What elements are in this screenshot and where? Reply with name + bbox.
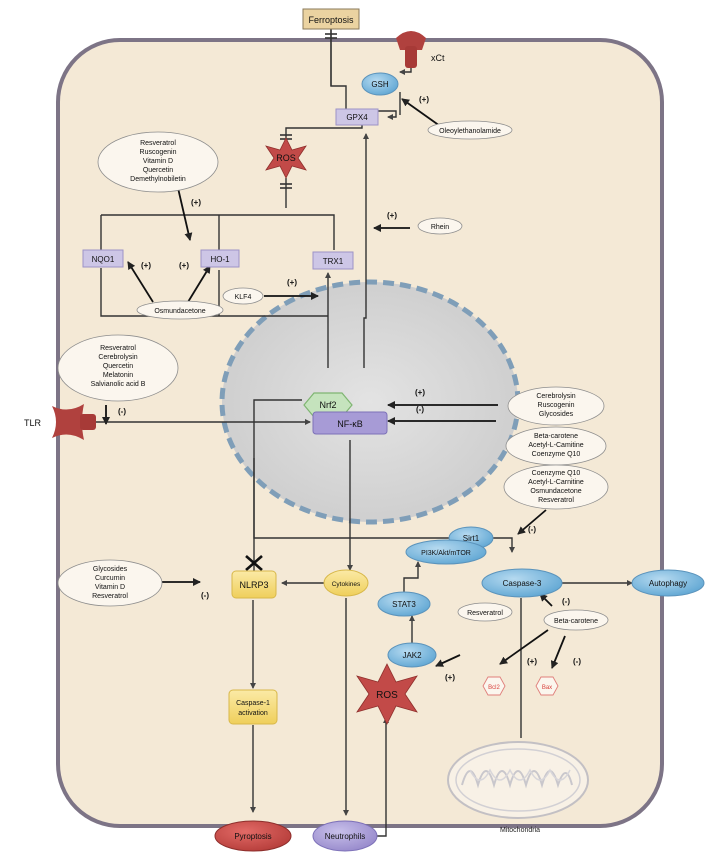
- svg-text:(-): (-): [528, 525, 536, 534]
- svg-text:Resveratrol: Resveratrol: [140, 140, 176, 147]
- ho1-label: HO-1: [210, 255, 230, 264]
- bax-hexagon: [535, 676, 559, 696]
- pathway-lines: [90, 28, 633, 837]
- svg-text:(+): (+): [419, 95, 429, 104]
- nfkb-inhibitor-list-left: Resveratrol Cerebrolysin Quercetin Melat…: [91, 345, 146, 388]
- nrf2-activator-list: Cerebrolysin Ruscogenin Glycosides: [536, 393, 575, 418]
- pyroptosis-label: Pyroptosis: [234, 832, 271, 841]
- svg-text:Vitamin D: Vitamin D: [143, 158, 173, 165]
- svg-text:Glycosides: Glycosides: [539, 411, 574, 418]
- resveratrol-small-label: Resveratrol: [467, 610, 503, 617]
- nlrp3-label: NLRP3: [239, 580, 268, 590]
- svg-text:Quercetin: Quercetin: [143, 167, 173, 174]
- ros-star-top: [265, 137, 307, 179]
- stat3-label: STAT3: [392, 600, 416, 609]
- tlr-receptor: [52, 404, 96, 440]
- svg-text:(+): (+): [141, 261, 151, 270]
- nlrp3-inhibitor-list: Glycosides Curcumin Vitamin D Resveratro…: [92, 566, 128, 600]
- ros-top-label: ROS: [276, 153, 296, 163]
- drug-arrows: [102, 98, 566, 669]
- caspase3-inhibitor-group: [503, 464, 609, 510]
- nucleus: [219, 279, 521, 525]
- svg-text:Melatonin: Melatonin: [103, 372, 133, 379]
- pi3k-label: PI3K/Akt/mTOR: [421, 550, 471, 557]
- mitochondria-label: Mitochondria: [500, 827, 540, 834]
- svg-text:Resveratrol: Resveratrol: [92, 593, 128, 600]
- caspase3-inhibitor-list: Coenzyme Q10 Acetyl-L-Carnitine Osmundac…: [528, 470, 584, 504]
- cytokines-label: Cytokines: [332, 581, 361, 588]
- svg-text:Cerebrolysin: Cerebrolysin: [536, 393, 575, 400]
- sign-labels: (+) (+) (+) (+) (+) (+) (-) (+) (-) (-) …: [118, 95, 581, 682]
- svg-text:(+): (+): [387, 211, 397, 220]
- gpx4-label: GPX4: [346, 113, 368, 122]
- svg-text:Resveratrol: Resveratrol: [100, 345, 136, 352]
- svg-text:Coenzyme Q10: Coenzyme Q10: [532, 451, 581, 458]
- bcl2-hexagon: [482, 676, 506, 696]
- autophagy-label: Autophagy: [649, 579, 687, 588]
- svg-text:(-): (-): [416, 405, 424, 414]
- svg-text:Curcumin: Curcumin: [95, 575, 125, 582]
- beta-carotene-small-label: Beta-carotene: [554, 618, 598, 625]
- nrf2-activator-group: [507, 386, 605, 426]
- gsh-label: GSH: [371, 80, 389, 89]
- klf4-label: KLF4: [235, 294, 252, 301]
- svg-text:Demethylnobiletin: Demethylnobiletin: [130, 176, 186, 183]
- svg-text:Beta-carotene: Beta-carotene: [534, 433, 578, 440]
- svg-text:(-): (-): [201, 591, 209, 600]
- caspase3-label: Caspase-3: [503, 579, 542, 588]
- caspase1-label-line2: activation: [238, 710, 268, 717]
- ho1-activator-group: [97, 131, 219, 193]
- ferroptosis-label: Ferroptosis: [308, 15, 354, 25]
- sirt1-label: Sirt1: [463, 534, 480, 543]
- svg-text:(+): (+): [445, 673, 455, 682]
- bax-label: Bax: [542, 685, 552, 691]
- nlrp3-block-x: [245, 555, 263, 571]
- svg-text:Glycosides: Glycosides: [93, 566, 128, 573]
- svg-text:Acetyl-L-Camitine: Acetyl-L-Camitine: [528, 442, 583, 449]
- svg-text:(+): (+): [287, 278, 297, 287]
- nlrp3-box: [231, 570, 277, 599]
- svg-text:(-): (-): [573, 657, 581, 666]
- svg-text:Vitamin D: Vitamin D: [95, 584, 125, 591]
- caspase1-box: [228, 689, 278, 725]
- svg-text:(+): (+): [527, 657, 537, 666]
- trx1-label: TRX1: [323, 257, 344, 266]
- svg-text:(-): (-): [562, 597, 570, 606]
- osmundacetone-label: Osmundacetone: [154, 308, 205, 315]
- svg-text:(+): (+): [415, 388, 425, 397]
- nqo1-label: NQO1: [92, 255, 115, 264]
- nfkb-inhibitor-group-left: [57, 334, 179, 402]
- svg-text:Cerebrolysin: Cerebrolysin: [98, 354, 137, 361]
- xct-transporter: [396, 31, 426, 68]
- nfkb-box: [312, 411, 388, 435]
- mitochondria-organelle: [447, 741, 589, 819]
- nlrp3-inhibitor-group: [57, 559, 163, 607]
- svg-text:(+): (+): [179, 261, 189, 270]
- svg-text:Acetyl-L-Carnitine: Acetyl-L-Carnitine: [528, 479, 584, 486]
- xct-label: xCt: [431, 53, 445, 63]
- jak2-label: JAK2: [402, 651, 422, 660]
- svg-text:Quercetin: Quercetin: [103, 363, 133, 370]
- bcl2-label: Bcl2: [488, 685, 500, 691]
- nfkb-label: NF-κB: [337, 419, 363, 429]
- svg-text:(-): (-): [118, 407, 126, 416]
- svg-text:Ruscogenin: Ruscogenin: [140, 149, 177, 156]
- neutrophils-label: Neutrophils: [325, 832, 365, 841]
- svg-text:(+): (+): [191, 198, 201, 207]
- ho1-activator-list: Resveratrol Ruscogenin Vitamin D Quercet…: [130, 140, 186, 183]
- svg-text:Resveratrol: Resveratrol: [538, 497, 574, 504]
- nrf2-label: Nrf2: [319, 400, 336, 410]
- tlr-label: TLR: [24, 418, 42, 428]
- oleoylethanolamide-label: Oleoylethanolamide: [439, 128, 501, 135]
- svg-text:Ruscogenin: Ruscogenin: [538, 402, 575, 409]
- svg-text:Coenzyme Q10: Coenzyme Q10: [532, 470, 581, 477]
- rhein-label: Rhein: [431, 224, 449, 231]
- ros-star-bottom: [356, 663, 418, 725]
- svg-text:Salvianolic acid B: Salvianolic acid B: [91, 381, 146, 388]
- svg-text:Osmundacetone: Osmundacetone: [530, 488, 581, 495]
- nfkb-inhibitor-list-right: Beta-carotene Acetyl-L-Camitine Coenzyme…: [528, 433, 583, 458]
- ros-bottom-label: ROS: [376, 690, 398, 701]
- caspase1-label-line1: Caspase-1: [236, 700, 270, 707]
